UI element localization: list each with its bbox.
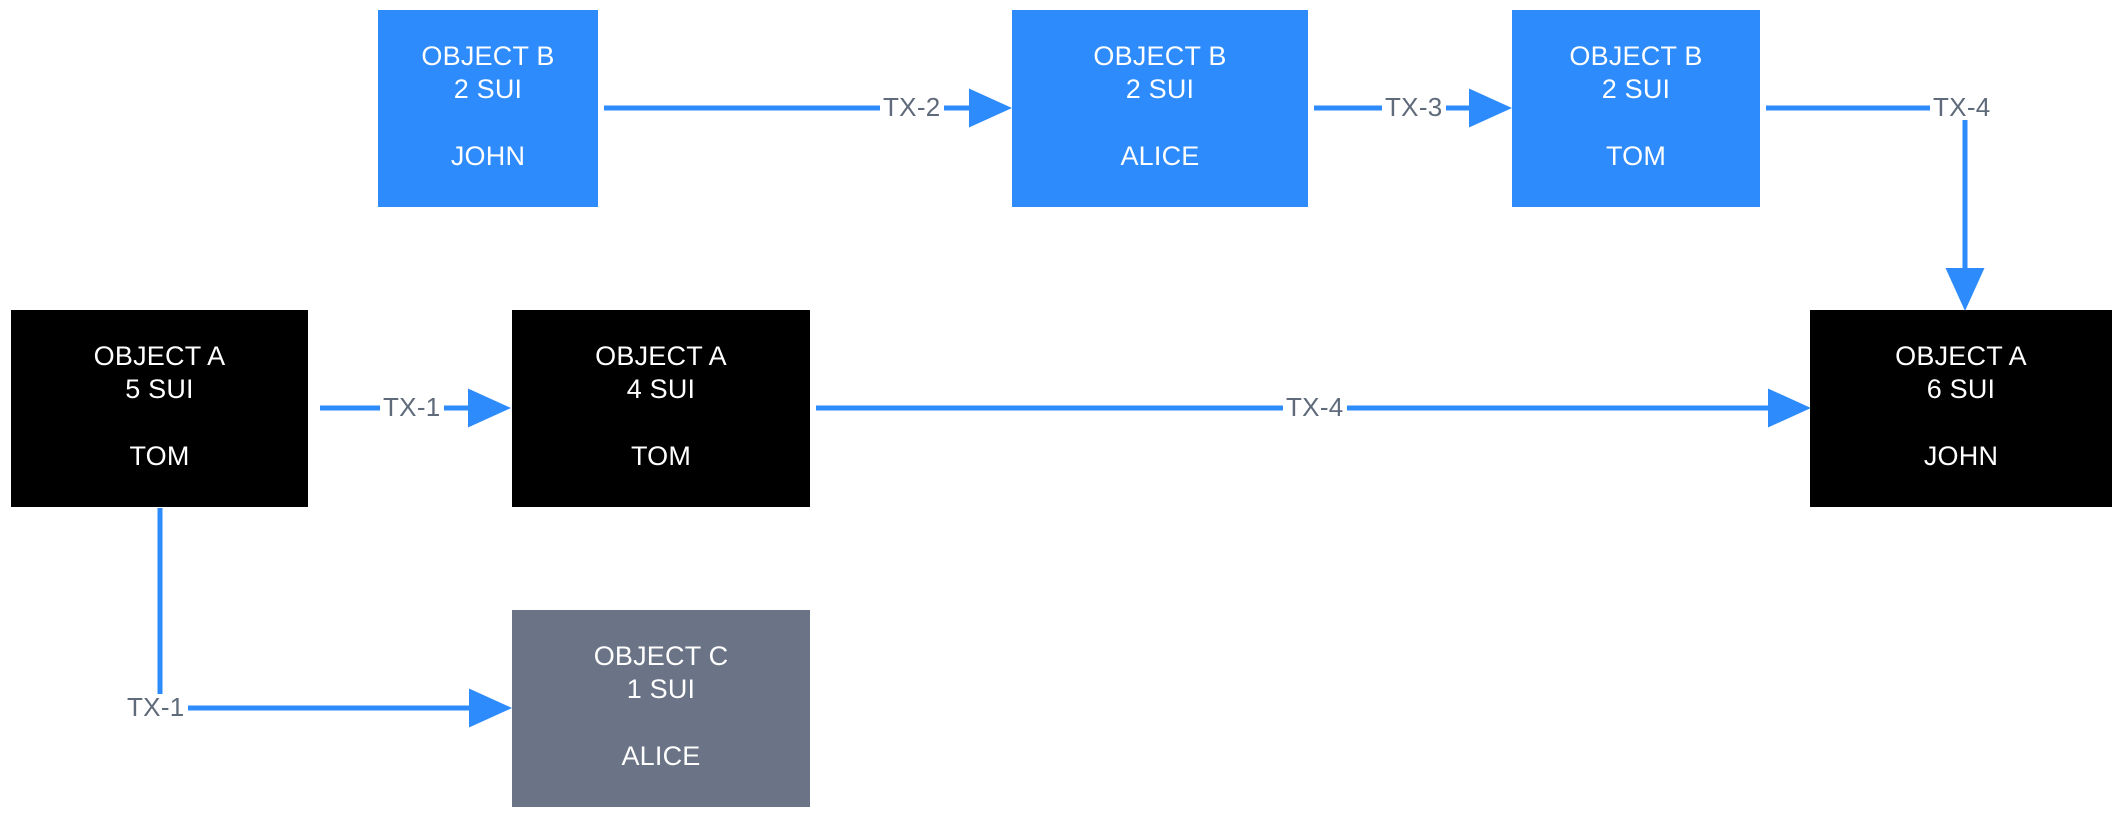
edge-label-tx3: TX-3 [1382,94,1446,120]
node-object-b-alice[interactable]: OBJECT B 2 SUI ALICE [1012,10,1308,207]
node-owner-label: ALICE [621,741,701,771]
node-object-b-john[interactable]: OBJECT B 2 SUI JOHN [378,10,598,207]
node-object-label: OBJECT A [93,341,226,371]
node-object-label: OBJECT B [421,41,555,71]
node-amount-label: 2 SUI [1601,74,1671,104]
node-amount-label: 2 SUI [1125,74,1195,104]
node-object-b-tom[interactable]: OBJECT B 2 SUI TOM [1512,10,1760,207]
node-amount-label: 6 SUI [1926,374,1996,404]
node-owner-label: JOHN [1923,441,1999,471]
node-object-label: OBJECT A [1895,341,2027,371]
edge-label-tx4-a: TX-4 [1283,394,1347,420]
edge-label-tx2: TX-2 [880,94,944,120]
node-owner-label: TOM [630,441,692,471]
node-amount-label: 4 SUI [626,374,696,404]
node-object-a-tom-4sui[interactable]: OBJECT A 4 SUI TOM [512,310,810,507]
node-object-label: OBJECT B [1093,41,1227,71]
edge-label-tx1-a: TX-1 [380,394,444,420]
node-amount-label: 5 SUI [125,374,194,404]
connector-tx1-c [157,508,513,728]
node-amount-label: 2 SUI [453,74,523,104]
connector-tx4-b [1766,105,1985,312]
edge-label-tx1-c: TX-1 [124,694,188,720]
node-object-a-john-6sui[interactable]: OBJECT A 6 SUI JOHN [1810,310,2112,507]
node-owner-label: JOHN [450,141,526,171]
node-object-label: OBJECT A [595,341,727,371]
node-amount-label: 1 SUI [626,674,696,704]
node-object-label: OBJECT C [593,641,729,671]
node-owner-label: ALICE [1120,141,1200,171]
node-object-a-tom-5sui[interactable]: OBJECT A 5 SUI TOM [11,310,308,507]
node-owner-label: TOM [129,441,190,471]
node-object-c-alice[interactable]: OBJECT C 1 SUI ALICE [512,610,810,807]
node-object-label: OBJECT B [1569,41,1703,71]
node-owner-label: TOM [1605,141,1667,171]
edge-label-tx4-b: TX-4 [1930,94,1994,120]
